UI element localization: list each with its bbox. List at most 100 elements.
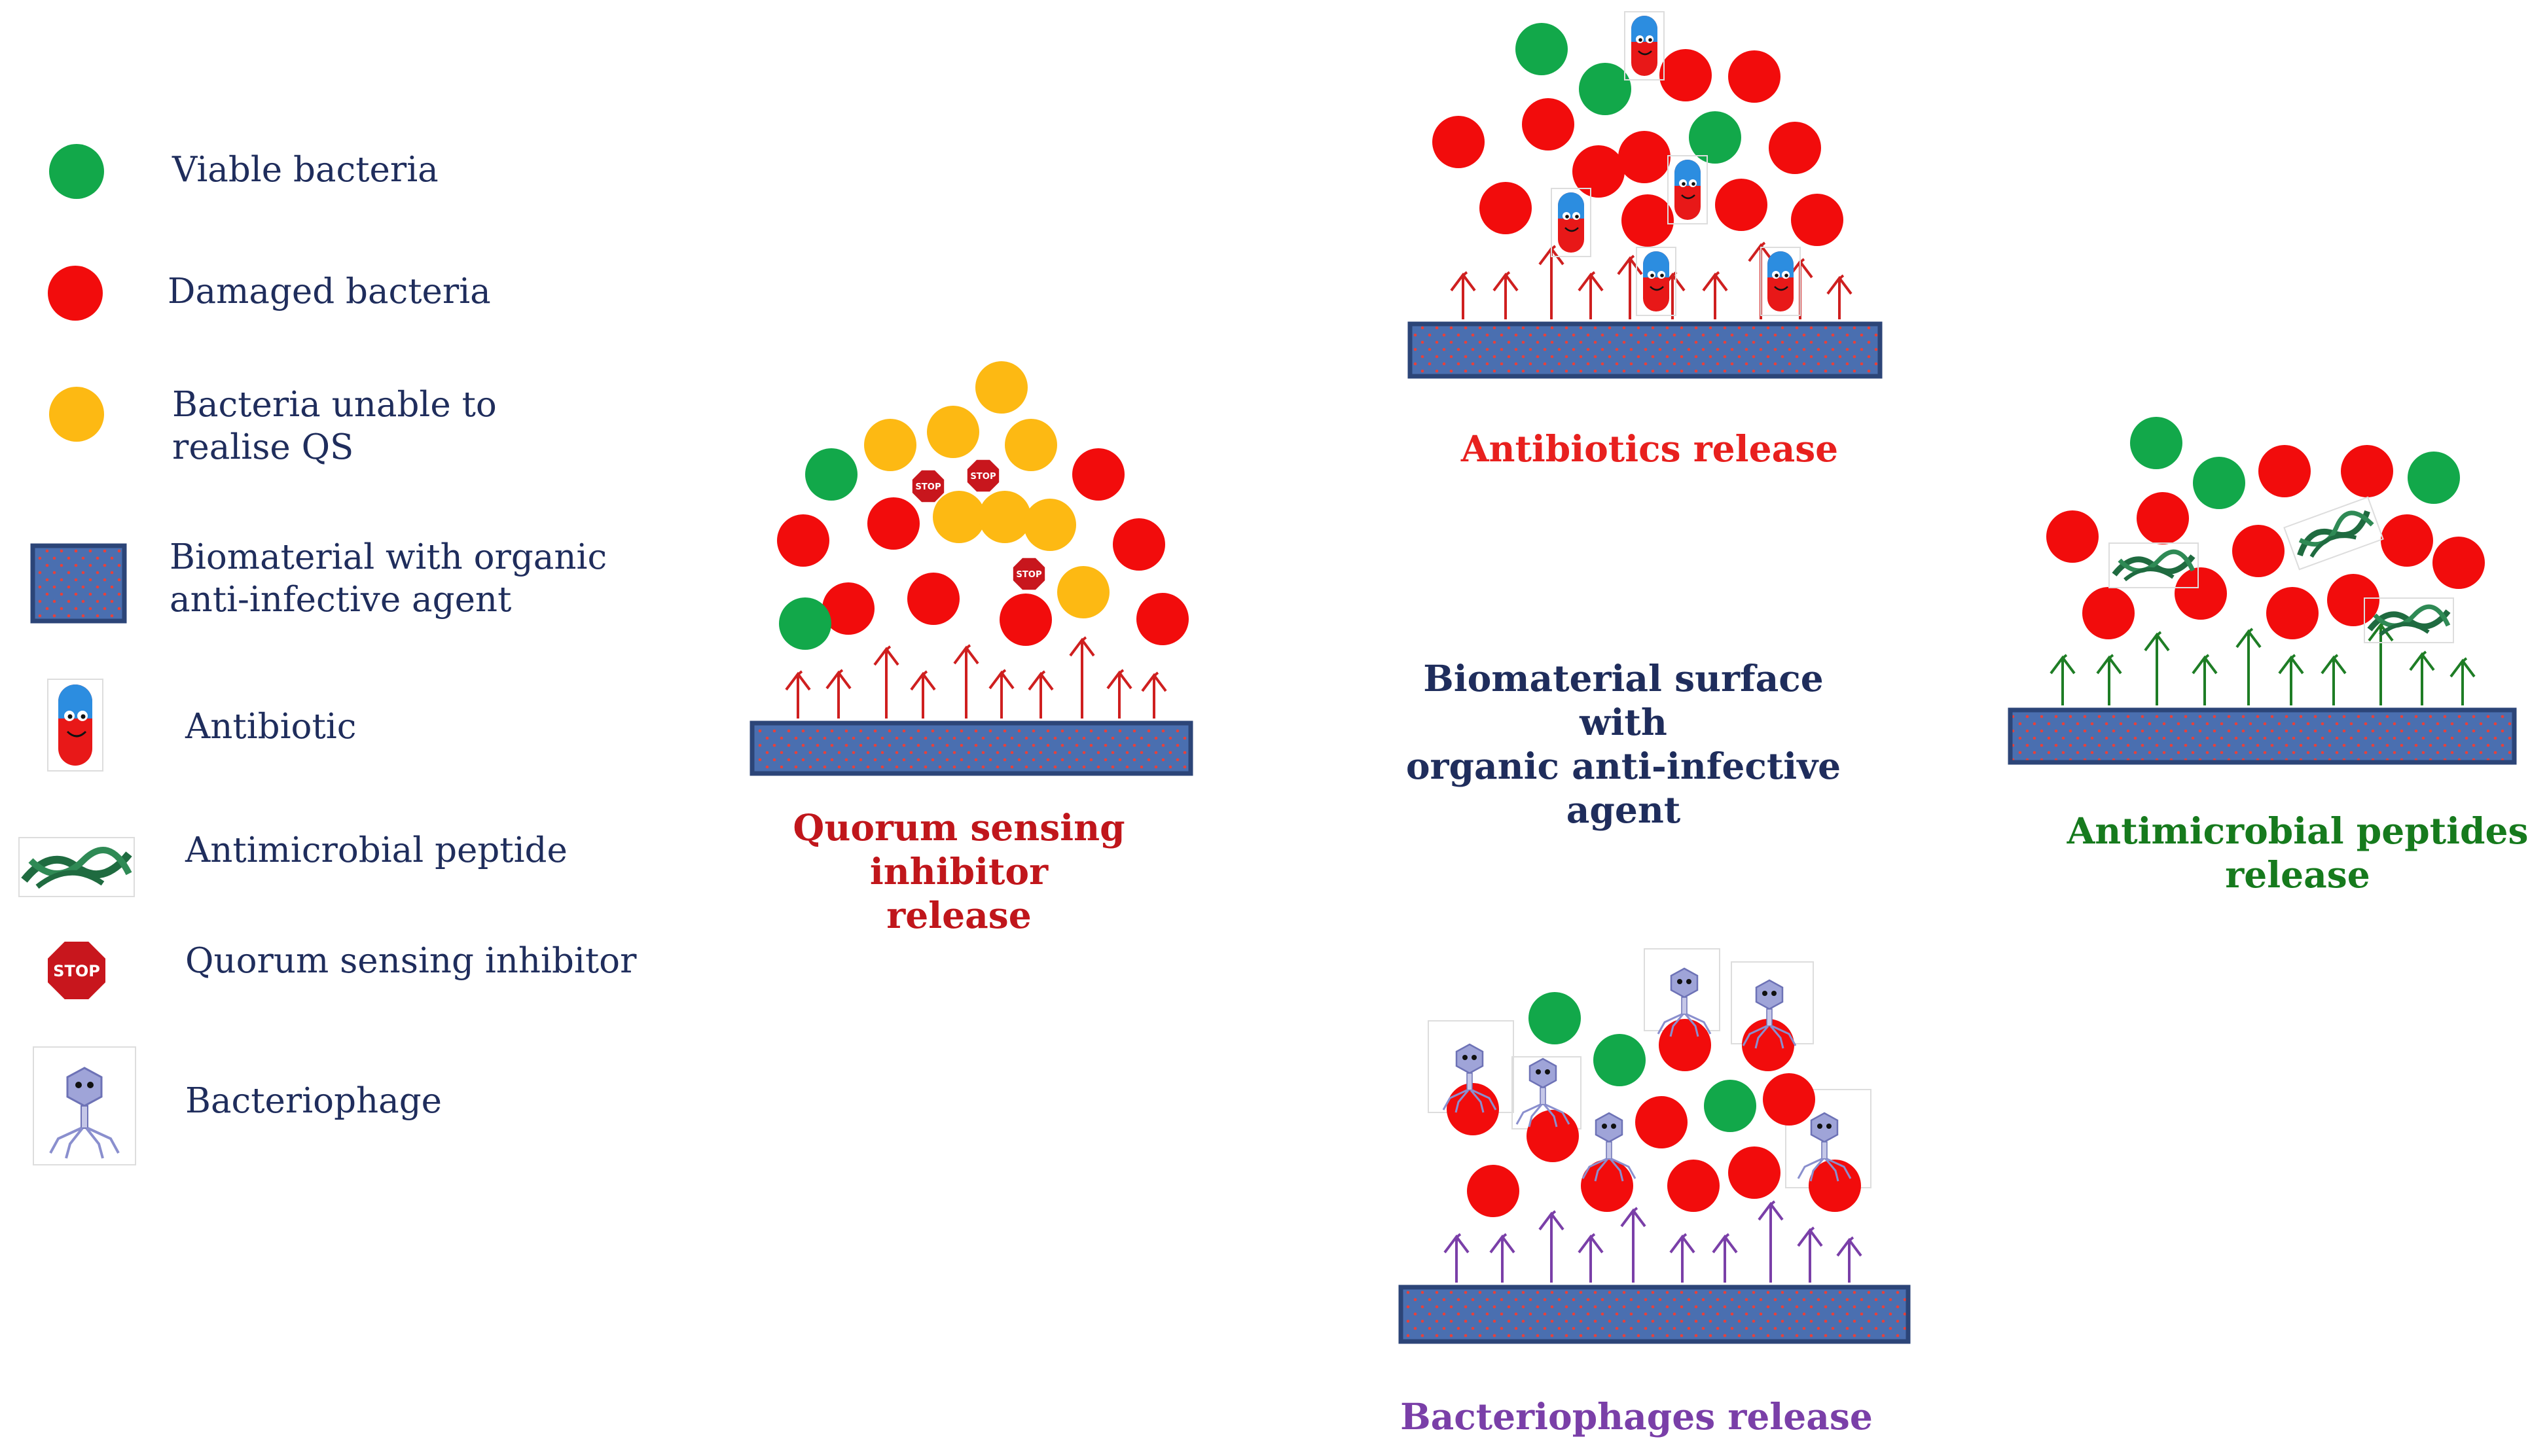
- bacterium: [2046, 510, 2099, 563]
- legend: STOP: [18, 144, 136, 1165]
- bacterium: [777, 514, 829, 567]
- release-arrow: [873, 645, 899, 719]
- legend-label-biomaterial: Biomaterial with organic anti-infective …: [170, 537, 607, 620]
- legend-biomaterial-swatch: [30, 543, 127, 624]
- release-arrow: [1141, 671, 1167, 719]
- bacterium: [1635, 1096, 1688, 1148]
- release-arrow: [2050, 654, 2076, 705]
- legend-label-damaged: Damaged bacteria: [168, 272, 491, 311]
- peptides-caption: Antimicrobial peptides release: [2067, 809, 2529, 897]
- biomaterial-surface: [1398, 1285, 1911, 1344]
- antibiotic-icon: [1551, 188, 1591, 257]
- release-arrow: [2192, 654, 2218, 705]
- bacterium: [1572, 145, 1625, 198]
- bacterium: [867, 497, 920, 550]
- peptide-icon: [2283, 496, 2384, 571]
- stop-sign-label: STOP: [53, 962, 100, 980]
- peptide-icon: [2364, 597, 2454, 643]
- peptide-icon: [2108, 542, 2199, 588]
- biomaterial-surface: [750, 720, 1193, 776]
- bacterium: [1715, 179, 1767, 231]
- bacterium: [2408, 452, 2460, 504]
- release-arrow: [988, 669, 1015, 719]
- bacteriophages-panel: [1398, 948, 1911, 1344]
- qsi-caption: Quorum sensing inhibitor release: [793, 806, 1125, 937]
- release-arrow: [910, 670, 936, 719]
- bacterium: [2082, 587, 2135, 639]
- stop-sign-label: STOP: [915, 482, 941, 492]
- legend-label-peptide: Antimicrobial peptide: [185, 830, 568, 870]
- bacterium: [2137, 492, 2189, 544]
- antibiotics-panel: [1407, 11, 1883, 379]
- antibiotic-icon: [1624, 11, 1665, 80]
- release-arrow: [825, 669, 852, 719]
- bacterium: [822, 582, 875, 635]
- bacterium: [2193, 457, 2245, 509]
- release-arrow: [2096, 654, 2122, 705]
- release-arrow: [1489, 1233, 1515, 1283]
- release-arrow: [1492, 271, 1519, 319]
- release-arrow: [1106, 669, 1132, 719]
- release-arrow: [1758, 1200, 1784, 1283]
- bacterium: [1593, 1034, 1646, 1086]
- antibiotic-icon: [1760, 247, 1801, 316]
- biomaterial-surface: [1407, 321, 1883, 379]
- legend-label-viable: Viable bacteria: [172, 150, 439, 190]
- bacterium: [1057, 566, 1110, 618]
- release-arrow: [1826, 274, 1852, 319]
- release-arrow: [1669, 1233, 1695, 1283]
- bacterium: [1728, 50, 1780, 103]
- bacterium: [2266, 587, 2319, 639]
- bacterium: [1618, 131, 1671, 183]
- release-arrow: [1620, 1207, 1646, 1283]
- bacterium: [1527, 1110, 1579, 1162]
- bacterium: [927, 406, 979, 458]
- legend-label-antibiotic: Antibiotic: [185, 707, 357, 747]
- phages-caption: Bacteriophages release: [1400, 1395, 1873, 1438]
- bacterium: [1659, 49, 1712, 101]
- bacterium: [1005, 419, 1057, 471]
- bacterium: [1467, 1165, 1519, 1217]
- bacterium: [1791, 194, 1843, 246]
- bacterium: [907, 573, 960, 625]
- release-arrow: [1702, 271, 1728, 319]
- bacteriophage-icon: [1442, 1043, 1497, 1113]
- bacteriophage-icon: [1657, 967, 1712, 1037]
- release-arrow: [2278, 654, 2304, 705]
- bacteriophage-icon: [1581, 1112, 1636, 1182]
- peptides-panel: [2008, 417, 2517, 765]
- bacterium: [2258, 445, 2311, 497]
- bacterium: [2432, 537, 2485, 589]
- legend-label-phage: Bacteriophage: [185, 1081, 443, 1121]
- bacterium: [2175, 567, 2227, 620]
- release-arrow: [785, 670, 811, 719]
- release-arrow: [1538, 1210, 1564, 1283]
- legend-phage-icon: [33, 1046, 136, 1165]
- bacterium: [864, 419, 916, 471]
- bacterium: [975, 361, 1028, 414]
- bacterium: [1515, 23, 1568, 75]
- bacteriophage-icon: [1797, 1112, 1852, 1182]
- bacterium: [805, 448, 858, 501]
- legend-stop-icon: STOP: [45, 939, 108, 1002]
- legend-label-unable-qs: Bacteria unable to realise QS: [172, 385, 497, 467]
- bacteriophage-icon: [1742, 979, 1797, 1049]
- release-arrow: [1578, 1233, 1604, 1283]
- bacterium: [1000, 594, 1052, 646]
- release-arrow: [1797, 1226, 1823, 1283]
- antibiotic-icon: [1667, 155, 1708, 224]
- legend-label-qsi: Quorum sensing inhibitor: [185, 941, 637, 981]
- bacterium: [1024, 499, 1076, 551]
- legend-viable-bacterium: [49, 144, 104, 199]
- release-arrow: [1450, 271, 1476, 319]
- bacterium: [779, 597, 831, 650]
- stop-sign-icon: STOP: [1011, 556, 1047, 592]
- antibiotic-icon: [1636, 247, 1676, 316]
- bacterium: [1659, 1019, 1711, 1071]
- bacterium: [1621, 194, 1674, 247]
- release-arrow: [2449, 657, 2476, 705]
- bacterium: [2341, 445, 2393, 497]
- release-arrow: [953, 644, 979, 719]
- release-arrow: [1069, 636, 1095, 719]
